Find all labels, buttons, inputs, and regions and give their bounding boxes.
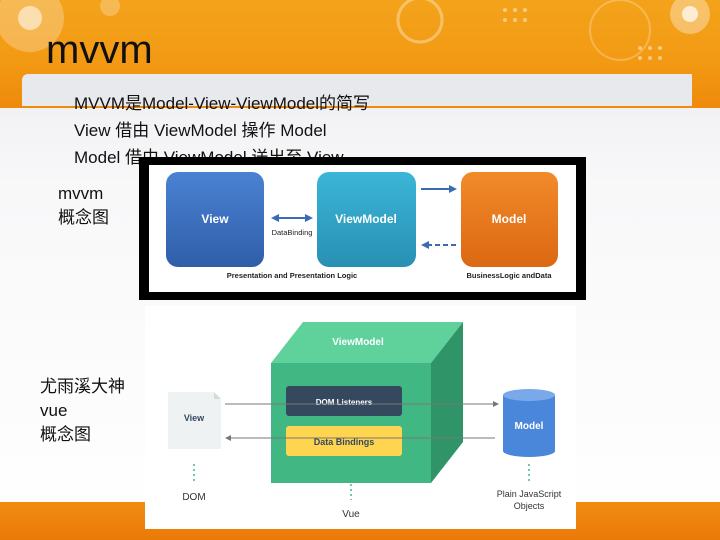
slide-title: mvvm bbox=[46, 28, 153, 72]
data-bindings-box bbox=[286, 426, 402, 456]
presentation-label: Presentation and Presentation Logic bbox=[227, 271, 357, 280]
model-to-viewmodel-arrow bbox=[421, 241, 457, 249]
view-label: View bbox=[184, 413, 205, 423]
view-box bbox=[166, 172, 264, 267]
plain-js-label: Plain JavaScript bbox=[497, 489, 562, 499]
label-line: 概念图 bbox=[58, 208, 109, 227]
label-line: vue bbox=[40, 401, 68, 420]
databinding-label: DataBinding bbox=[272, 228, 313, 237]
model-to-view-arrow bbox=[225, 435, 495, 441]
mvvm-diagram: View ViewModel Model DataBinding Present… bbox=[149, 165, 576, 292]
vue-label: Vue bbox=[342, 509, 360, 520]
dom-listeners-label: DOM Listeners bbox=[316, 398, 373, 407]
bullet-item: MVVM是Model-View-ViewModel的简写 bbox=[74, 94, 371, 113]
cube-side bbox=[431, 322, 463, 483]
title-panel bbox=[22, 74, 692, 106]
business-label: BusinessLogic andData bbox=[466, 271, 552, 280]
cube-front bbox=[271, 363, 431, 483]
databinding-arrow bbox=[271, 214, 313, 222]
label-line: 尤雨溪大神 bbox=[40, 377, 125, 396]
view-label: View bbox=[201, 212, 229, 226]
bullet-item: View 借由 ViewModel 操作 Model bbox=[74, 121, 327, 140]
viewmodel-label: ViewModel bbox=[332, 337, 384, 348]
mvvm-diagram-label: mvvm 概念图 bbox=[58, 182, 109, 230]
view-document: View bbox=[168, 392, 221, 449]
vue-diagram: ViewModel DOM Listeners Data Bindings Vi… bbox=[145, 306, 576, 529]
model-label: Model bbox=[515, 421, 544, 432]
model-cylinder: Model bbox=[503, 389, 555, 457]
mvvm-diagram-svg: View ViewModel Model DataBinding Present… bbox=[166, 172, 558, 280]
view-to-viewmodel-arrow bbox=[225, 401, 499, 407]
mvvm-diagram-frame: View ViewModel Model DataBinding Present… bbox=[139, 157, 586, 300]
viewmodel-box bbox=[317, 172, 416, 267]
cube-top bbox=[271, 322, 463, 363]
model-label: Model bbox=[492, 212, 527, 226]
model-box bbox=[461, 172, 558, 267]
vue-diagram-label: 尤雨溪大神 vue 概念图 bbox=[40, 375, 125, 447]
viewmodel-label: ViewModel bbox=[335, 212, 397, 226]
data-bindings-label: Data Bindings bbox=[314, 437, 375, 447]
plain-js-label-2: Objects bbox=[514, 501, 545, 511]
dom-label: DOM bbox=[182, 492, 205, 503]
viewmodel-to-model-arrow bbox=[421, 185, 457, 193]
header-decoration bbox=[0, 0, 710, 61]
vue-diagram-svg: ViewModel DOM Listeners Data Bindings Vi… bbox=[168, 322, 562, 520]
label-line: 概念图 bbox=[40, 425, 91, 444]
label-line: mvvm bbox=[58, 184, 104, 203]
dom-listeners-box bbox=[286, 386, 402, 416]
